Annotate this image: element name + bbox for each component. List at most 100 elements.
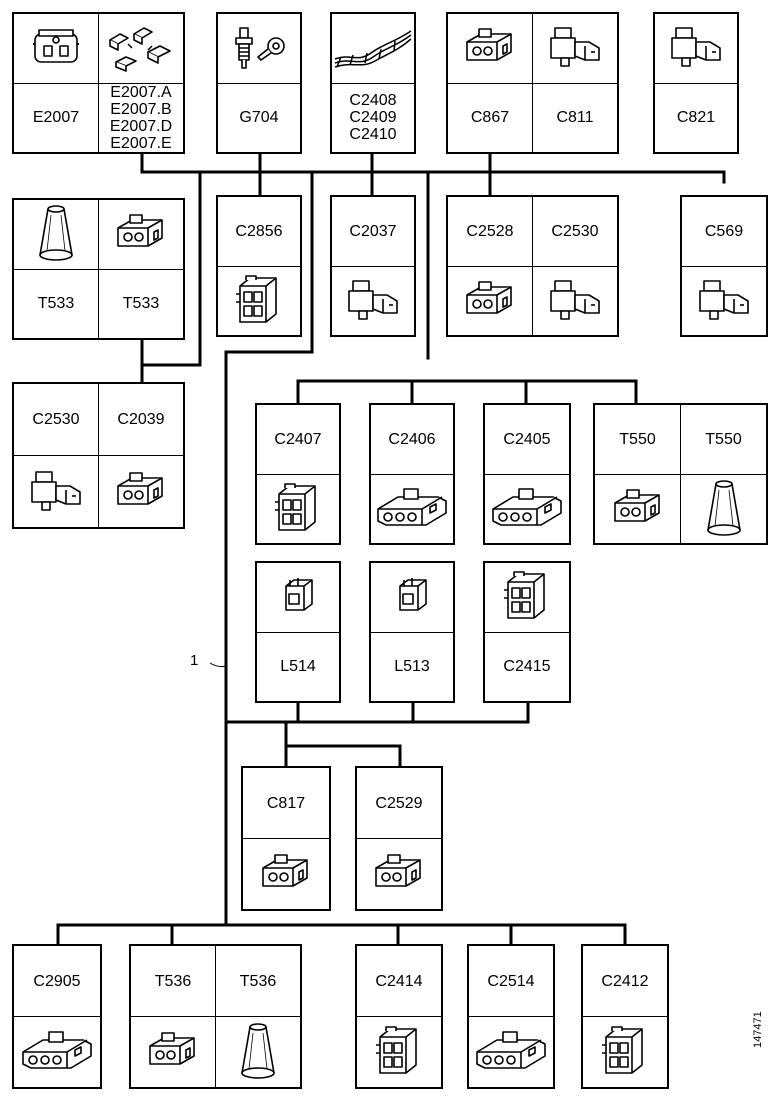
label-row: C569 xyxy=(682,197,766,266)
label-cell: C2529 xyxy=(357,768,441,838)
label-cell: T550 xyxy=(680,405,766,474)
connector-box: L513 xyxy=(369,561,455,703)
picture-row xyxy=(448,265,617,335)
label-row: C2405 xyxy=(485,405,569,474)
connector-id-label: C2415 xyxy=(503,658,551,676)
connector-block-icon xyxy=(370,852,428,896)
connector-id-label: L514 xyxy=(280,658,316,676)
picture-cell xyxy=(357,839,441,909)
label-row: L513 xyxy=(371,633,453,702)
connector-4way-icon xyxy=(29,26,83,70)
picture-row xyxy=(332,14,414,84)
connector-box: L514 xyxy=(255,561,341,703)
picture-row xyxy=(371,473,453,544)
connector-block-icon xyxy=(257,852,315,896)
connector-wide-icon xyxy=(489,485,565,533)
connector-angled-icon xyxy=(547,277,603,325)
label-cell: C2514 xyxy=(469,946,553,1016)
connector-box: C2408 C2409 C2410 xyxy=(330,12,416,154)
label-cell: T533 xyxy=(14,270,98,339)
picture-cell xyxy=(14,200,98,269)
connector-id-label: G704 xyxy=(239,109,279,127)
connector-wide-icon xyxy=(374,485,450,533)
label-row: G704 xyxy=(218,84,300,153)
picture-cell xyxy=(655,14,737,83)
connector-id-label: T550 xyxy=(705,430,742,448)
label-cell: C2405 xyxy=(485,405,569,474)
connector-id-label: L513 xyxy=(394,658,430,676)
label-cell: C811 xyxy=(532,83,617,152)
connector-box: C2037 xyxy=(330,195,416,337)
label-cell: C2039 xyxy=(98,384,183,455)
label-row: C2406 xyxy=(371,405,453,474)
document-id: 147471 xyxy=(752,1011,764,1048)
connector-wide-icon xyxy=(473,1028,549,1076)
connector-multi-icon xyxy=(600,1023,650,1081)
picture-cell xyxy=(98,14,183,83)
wire-callout-label: 1 xyxy=(190,652,199,669)
connector-box: C2528 C2530 xyxy=(446,195,619,337)
connector-angled-icon xyxy=(547,24,603,72)
connector-id-label: T533 xyxy=(122,295,160,313)
picture-cell xyxy=(532,266,617,335)
picture-cell xyxy=(448,14,532,83)
connector-box: C2415 xyxy=(483,561,571,703)
connector-box: E2007 E2007.A E2007.B E2007.D E2007.E xyxy=(12,12,185,154)
connector-id-label: C2412 xyxy=(601,972,649,990)
label-cell: C2407 xyxy=(257,405,339,474)
picture-row xyxy=(218,265,300,336)
picture-row xyxy=(14,14,183,84)
picture-cell xyxy=(14,1017,100,1087)
connector-id-label: C2856 xyxy=(235,222,283,240)
label-row: C2407 xyxy=(257,405,339,474)
connector-id-label: C2530 xyxy=(551,222,599,240)
picture-cell xyxy=(332,14,414,83)
connector-box: C821 xyxy=(653,12,739,154)
connector-box: C2514 xyxy=(467,944,555,1089)
connector-id-label: C2529 xyxy=(375,794,423,812)
connector-id-label: T536 xyxy=(154,972,192,990)
connector-id-label: C2405 xyxy=(503,430,551,448)
picture-row xyxy=(243,838,329,909)
connector-angled-icon xyxy=(345,277,401,325)
label-cell: T533 xyxy=(98,269,183,338)
label-row: C867 C811 xyxy=(448,83,617,153)
picture-cell xyxy=(485,563,569,632)
picture-row xyxy=(595,473,766,543)
connector-id-label: C817 xyxy=(266,794,306,812)
label-cell: T536 xyxy=(131,946,215,1016)
picture-cell xyxy=(371,563,453,632)
picture-row xyxy=(14,455,183,527)
connector-block-icon xyxy=(461,26,519,70)
label-row: C817 xyxy=(243,768,329,838)
label-cell: C2414 xyxy=(357,946,441,1016)
connector-id-label: T550 xyxy=(619,430,656,448)
picture-row xyxy=(14,1016,100,1087)
picture-cell xyxy=(14,14,98,83)
connector-id-label: C867 xyxy=(470,109,510,127)
connector-id-label: C2407 xyxy=(274,430,322,448)
label-cell: C867 xyxy=(448,84,532,153)
label-row: C2528 C2530 xyxy=(448,197,617,266)
connector-multi-icon xyxy=(234,272,284,330)
connector-box: C2412 xyxy=(581,944,669,1089)
label-cell: C2528 xyxy=(448,197,532,266)
connector-id-label: E2007.A E2007.B E2007.D E2007.E xyxy=(109,83,173,152)
picture-row xyxy=(469,1016,553,1087)
picture-row xyxy=(485,563,569,633)
connector-id-label: E2007 xyxy=(32,109,80,127)
connector-id-label: C2414 xyxy=(375,972,423,990)
label-cell: L513 xyxy=(371,633,453,702)
picture-cell xyxy=(218,14,300,83)
label-cell: C821 xyxy=(655,84,737,153)
label-row: C2415 xyxy=(485,633,569,702)
connector-id-label: C2039 xyxy=(117,411,165,428)
label-cell: C2406 xyxy=(371,405,453,474)
connector-id-label: C2406 xyxy=(388,430,436,448)
label-row: C2529 xyxy=(357,768,441,838)
picture-row xyxy=(682,265,766,336)
connector-id-label: C811 xyxy=(556,109,594,127)
picture-row xyxy=(257,563,339,633)
